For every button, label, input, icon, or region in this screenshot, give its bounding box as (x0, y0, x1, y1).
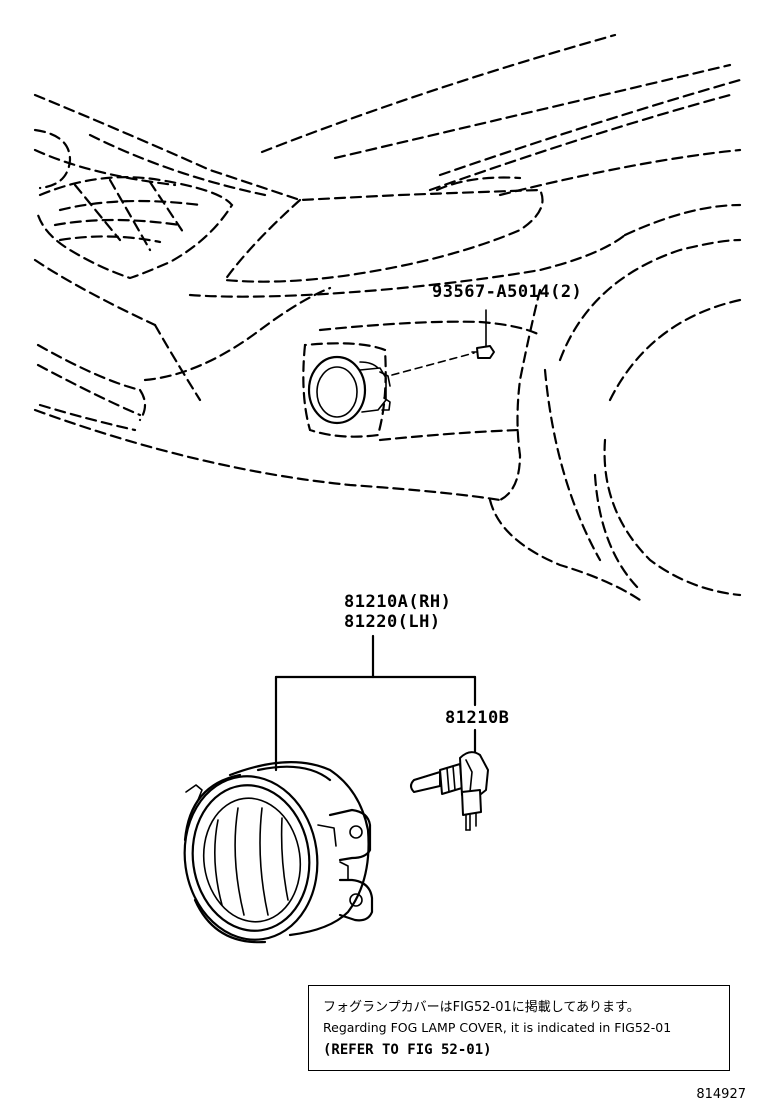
vehicle-outline (33, 33, 742, 602)
note-english: Regarding FOG LAMP COVER, it is indicate… (323, 1020, 672, 1035)
bolt-part-number: 93567-A5014(2) (432, 282, 583, 302)
fog-lamp-assembly (183, 761, 374, 944)
assembly-leader-lines (274, 634, 477, 772)
fog-lamp-installed (302, 342, 391, 438)
note-japanese: フォグランプカバーはFIG52-01に掲載してあります。 (323, 1000, 640, 1015)
bulb (410, 751, 489, 831)
bolt (391, 309, 495, 376)
figure-number: 814927 (696, 1087, 746, 1102)
fog-lamp-lh-part-number: 81220(LH) (344, 612, 441, 632)
reference-note-box: フォグランプカバーはFIG52-01に掲載してあります。 Regarding F… (308, 985, 730, 1071)
bulb-part-number: 81210B (445, 708, 510, 728)
note-reference: (REFER TO FIG 52-01) (323, 1042, 492, 1058)
fog-lamp-rh-part-number: 81210A(RH) (344, 592, 452, 612)
